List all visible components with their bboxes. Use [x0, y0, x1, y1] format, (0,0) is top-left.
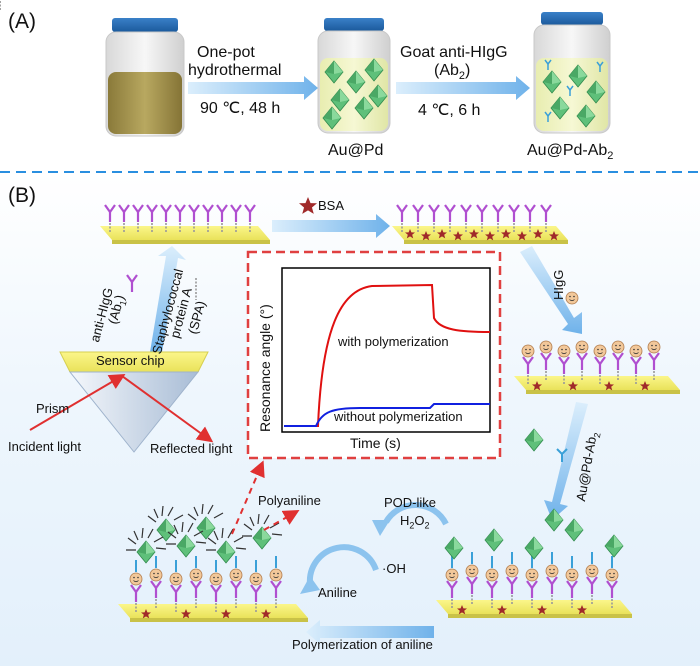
ab2-icon [556, 448, 568, 462]
dashed-link-1 [231, 460, 265, 535]
panel-a-label: (A) [8, 10, 36, 33]
chip-higg [514, 376, 680, 394]
product-aupd-ab2: Au@Pd-Ab2 [527, 142, 614, 163]
product-aupd: Au@Pd [328, 142, 384, 159]
higg-smiley-icon [565, 291, 579, 305]
jar-precursor [105, 18, 185, 137]
bsa-star-icon [299, 197, 317, 214]
pod-like-label: POD-like [384, 495, 437, 510]
higg-label: HIgG [551, 269, 566, 300]
arrow-aupd-ab2 [544, 402, 588, 520]
polymerization-label: Polymerization of aniline [292, 637, 433, 652]
inset-without-label: without polymerization [334, 409, 463, 424]
arrow-bsa [272, 214, 390, 238]
chip-ab1 [100, 226, 270, 244]
h2o2-label: H2O2 [400, 513, 430, 531]
jar-aupd [317, 18, 391, 134]
prism-label: Prism [36, 401, 70, 416]
inset-curves [284, 283, 491, 427]
arrow-step1 [188, 76, 318, 100]
curve-without-polymerization [284, 403, 490, 427]
arrow-higg [520, 246, 582, 334]
reflected-light-label: Reflected light [150, 441, 233, 456]
polyaniline-spikes [126, 503, 283, 551]
chip-polyaniline [118, 604, 308, 622]
aniline-label: Aniline [318, 585, 358, 600]
chip5-complexes [126, 503, 283, 619]
jar-aupd-ab2 [533, 12, 611, 134]
bsa-label: BSA [318, 198, 345, 213]
step2-ab2-label: (Ab2) [434, 62, 471, 83]
polyaniline-label: Polyaniline [258, 493, 321, 508]
inset-with-label: with polymerization [338, 334, 449, 349]
chip-bsa [392, 226, 568, 244]
step2-line1: Goat anti-HIgG [400, 44, 508, 61]
step1-line1: One-pot [197, 44, 255, 61]
arrow-assembly [150, 246, 186, 352]
sensor-chip-label: Sensor chip [96, 353, 165, 368]
panel-b-label: (B) [8, 184, 36, 207]
aupd-particle-icon [524, 428, 544, 452]
inset-xlabel: Time (s) [350, 435, 401, 451]
step1-conditions: 90 ℃, 48 h [200, 100, 281, 117]
curve-with-polymerization [284, 283, 491, 427]
step1-line2: hydrothermal [188, 62, 282, 79]
incident-light-label: Incident light [8, 439, 81, 454]
catalytic-cycle [306, 501, 449, 585]
step2-conditions: 4 ℃, 6 h [418, 102, 481, 119]
spr-setup [29, 351, 214, 453]
dashed-link-2 [263, 510, 300, 531]
ab1-icon [125, 273, 139, 294]
arrow-step2 [396, 76, 530, 100]
inset-ylabel: Resonance angle (°) [257, 304, 273, 432]
arrow-polymerization [306, 620, 434, 644]
hydroxyl-label: ·OH [382, 561, 406, 576]
